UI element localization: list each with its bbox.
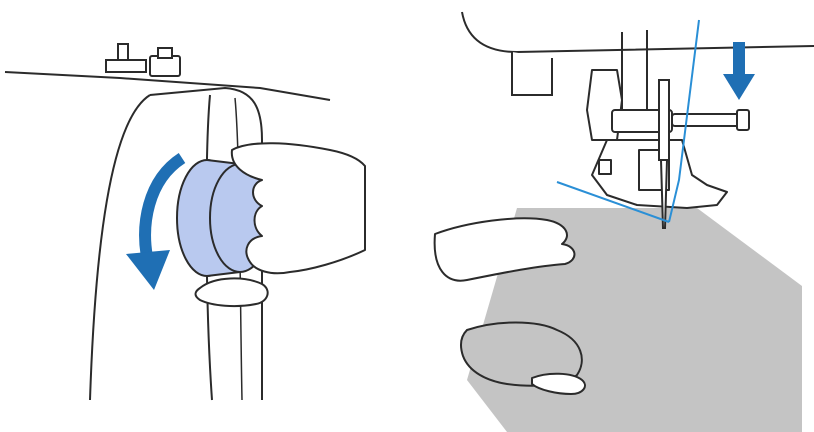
needle-panel bbox=[407, 0, 814, 432]
handwheel-illustration bbox=[0, 0, 407, 432]
needle-illustration bbox=[407, 0, 814, 432]
machine-head bbox=[462, 12, 814, 52]
handwheel-panel bbox=[0, 0, 407, 432]
spool-pin bbox=[106, 44, 180, 76]
curved-arrow-down-icon bbox=[126, 158, 182, 290]
arrow-down-icon bbox=[723, 42, 755, 100]
machine-head-lower bbox=[512, 52, 552, 95]
